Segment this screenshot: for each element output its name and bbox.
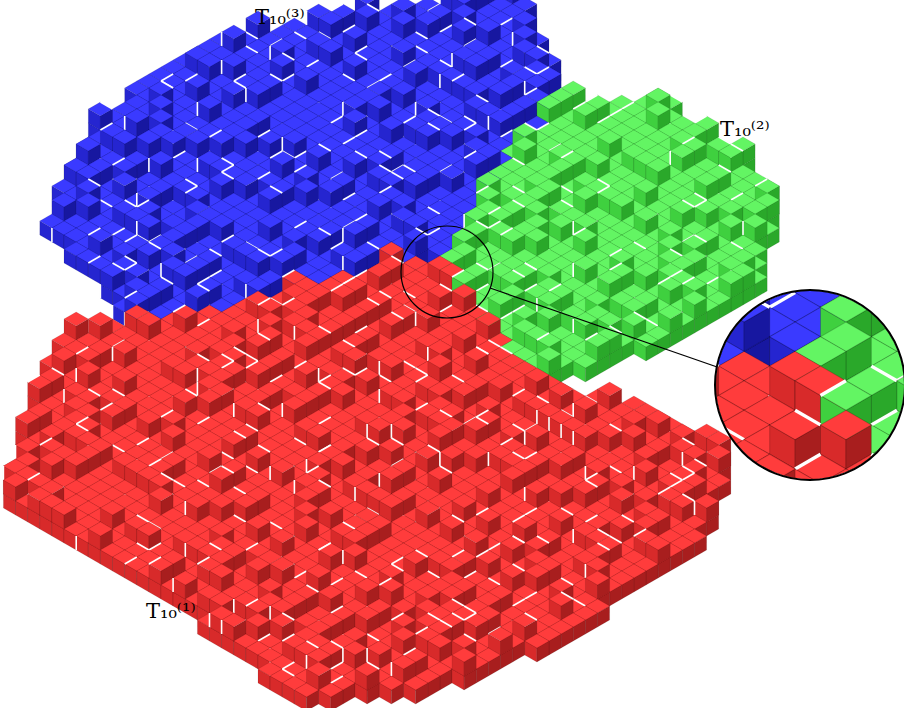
cube-tiling [3,0,779,708]
